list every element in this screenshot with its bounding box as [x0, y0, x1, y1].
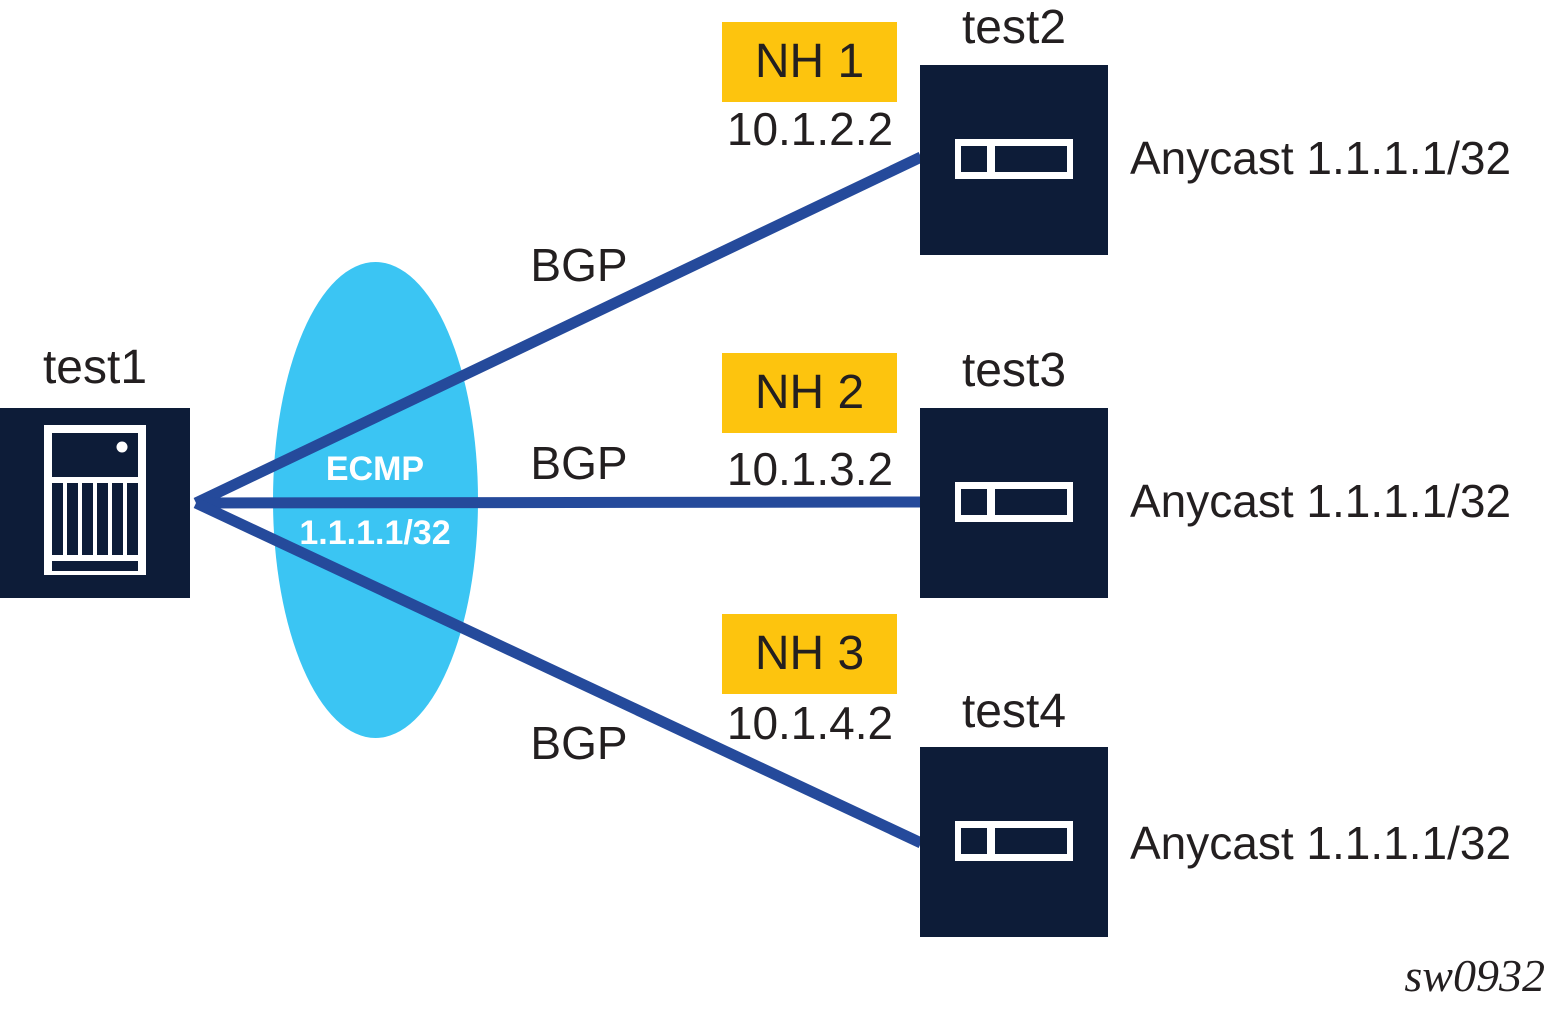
bgp-link-line-test3 [195, 496, 921, 509]
node-test2 [920, 65, 1108, 255]
node-test4 [920, 747, 1108, 937]
anycast-annotation-2: Anycast 1.1.1.1/32 [1130, 475, 1512, 527]
node-title-test3: test3 [961, 344, 1067, 397]
ecmp-label: ECMP [325, 450, 425, 488]
server-icon [44, 425, 146, 575]
nexthop-ip-3: 10.1.4.2 [726, 697, 894, 749]
node-title-test2: test2 [961, 1, 1067, 54]
nexthop-ip-1: 10.1.2.2 [726, 103, 894, 155]
node-title-test4: test4 [961, 685, 1067, 738]
nexthop-badge-2: NH 2 [722, 353, 897, 433]
bgp-label-1: BGP [530, 239, 628, 291]
router-icon [955, 139, 1073, 179]
anycast-annotation-3: Anycast 1.1.1.1/32 [1130, 817, 1512, 869]
node-test1 [0, 408, 190, 598]
node-title-test1: test1 [42, 341, 148, 394]
anycast-annotation-1: Anycast 1.1.1.1/32 [1130, 132, 1512, 184]
nexthop-badge-1: NH 1 [722, 22, 897, 102]
nexthop-badge-3: NH 3 [722, 614, 897, 694]
router-icon [955, 482, 1073, 522]
node-test3 [920, 408, 1108, 598]
ecmp-prefix: 1.1.1.1/32 [299, 514, 451, 552]
bgp-label-2: BGP [530, 437, 628, 489]
router-icon [955, 821, 1073, 861]
nexthop-ip-2: 10.1.3.2 [726, 443, 894, 495]
figure-id: sw0932 [1404, 950, 1545, 1001]
bgp-link-line-test4 [193, 498, 924, 848]
bgp-label-3: BGP [530, 717, 628, 769]
bgp-link-line-test2 [193, 152, 924, 508]
